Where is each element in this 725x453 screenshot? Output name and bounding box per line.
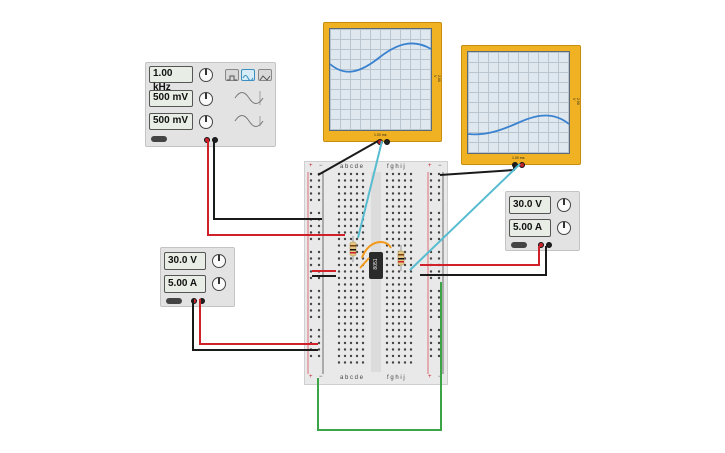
rail-minus-label-left: − <box>319 163 323 169</box>
wire-fg-red <box>207 140 345 236</box>
oscilloscope-1: 1.00 ms 2.00 V <box>323 22 442 145</box>
resistor-2 <box>397 245 405 271</box>
dc-offset-knob[interactable] <box>199 115 213 129</box>
rail-plus-label-left: + <box>309 163 313 169</box>
wire-scope2-cyan <box>409 163 521 271</box>
function-generator: 1.00 kHz 500 mV 500 mV <box>145 62 276 147</box>
right-voltage-display: 30.0 V <box>509 196 551 214</box>
rail-minus-label-right-bottom: − <box>438 374 442 380</box>
column-letters-right-top: f g h i j <box>387 164 405 170</box>
oscilloscope-1-time-label: 1.00 ms <box>374 133 387 137</box>
oscilloscope-1-screen <box>329 28 432 131</box>
jumper-orange-2 <box>359 257 370 269</box>
offset-wave-icon <box>234 115 264 127</box>
rail-plus-label-right-bottom: + <box>428 374 432 380</box>
amplitude-wave-icon <box>234 91 264 105</box>
oscilloscope-2-screen <box>467 51 570 154</box>
amplitude-display: 500 mV <box>149 90 193 107</box>
rail-minus-label-left-bottom: − <box>319 374 323 380</box>
ic-chip[interactable]: 8051 <box>369 252 383 279</box>
wire-ps-left-red <box>199 299 318 345</box>
frequency-knob[interactable] <box>199 68 213 82</box>
wire-ps-left-black <box>192 299 318 351</box>
right-positive-terminal[interactable] <box>538 242 544 248</box>
left-voltage-knob[interactable] <box>212 254 226 268</box>
jumper-orange <box>361 241 392 259</box>
column-letters-left-bottom: a b c d e <box>340 375 364 381</box>
dc-offset-display: 500 mV <box>149 113 193 130</box>
triangle-wave-icon[interactable] <box>258 69 272 81</box>
left-power-switch[interactable] <box>166 298 182 304</box>
wire-scope1-cyan <box>357 140 383 239</box>
oscilloscope-2: 1.00 ms 2.00 V <box>461 45 581 168</box>
right-voltage-knob[interactable] <box>557 198 571 212</box>
frequency-display: 1.00 kHz <box>149 66 193 93</box>
oscilloscope-1-trace <box>329 42 432 73</box>
wire-ps-right-red <box>420 246 540 266</box>
power-switch[interactable] <box>151 136 167 142</box>
right-current-knob[interactable] <box>557 221 571 235</box>
left-current-knob[interactable] <box>212 277 226 291</box>
column-letters-right-bottom: f g h i j <box>387 375 405 381</box>
power-supply-right: 30.0 V 5.00 A <box>505 191 580 251</box>
resistor-1 <box>349 236 357 262</box>
oscilloscope-1-probe-minus[interactable] <box>384 139 390 145</box>
rail-plus-label-left-bottom: + <box>309 374 313 380</box>
right-power-switch[interactable] <box>511 242 527 248</box>
wire-ps-right-black <box>420 246 547 276</box>
sine-wave-icon[interactable] <box>241 69 255 81</box>
oscilloscope-2-trace <box>467 114 570 136</box>
left-voltage-display: 30.0 V <box>164 252 206 270</box>
column-letters-left-top: a b c d e <box>340 164 364 170</box>
amplitude-knob[interactable] <box>199 92 213 106</box>
square-wave-icon[interactable] <box>225 69 239 81</box>
rail-plus-label-right: + <box>428 163 432 169</box>
wire-fg-black <box>213 140 322 220</box>
oscilloscope-2-time-label: 1.00 ms <box>512 156 525 160</box>
wire-scope1-black <box>317 140 379 176</box>
right-current-display: 5.00 A <box>509 219 551 237</box>
right-negative-terminal[interactable] <box>546 242 552 248</box>
wire-ground-green <box>317 282 442 431</box>
wire-scope2-black <box>439 164 515 176</box>
rail-minus-label-right: − <box>438 163 442 169</box>
left-current-display: 5.00 A <box>164 275 206 293</box>
power-supply-left: 30.0 V 5.00 A <box>160 247 235 307</box>
